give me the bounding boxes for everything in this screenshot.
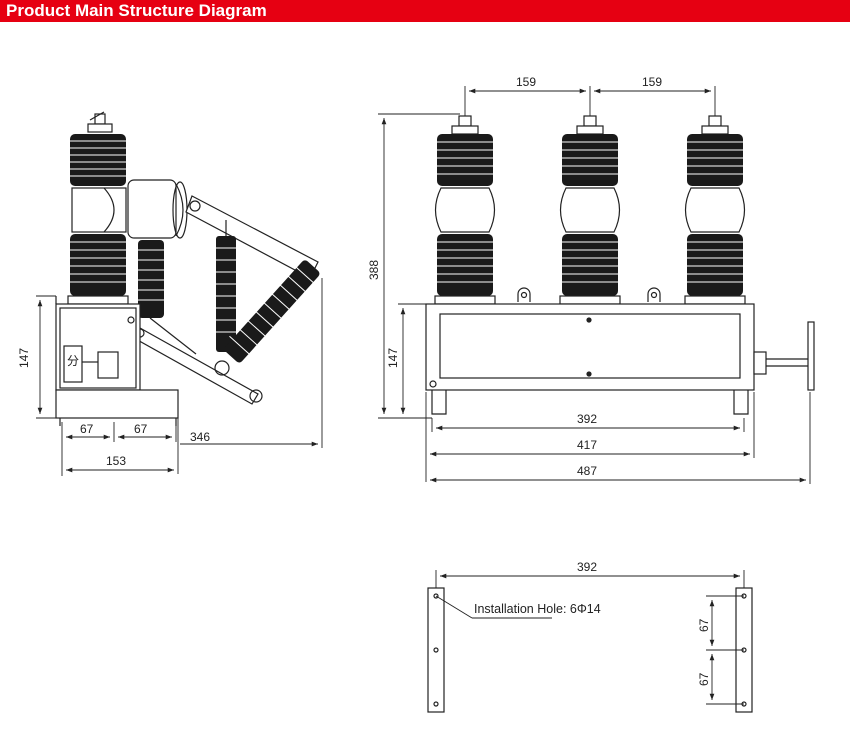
pole-1 — [434, 115, 496, 305]
front-dim-392: 392 — [577, 412, 597, 426]
side-view — [55, 111, 320, 426]
side-view-dims — [36, 278, 323, 476]
front-view-dims — [378, 86, 811, 484]
header-bar: Product Main Structure Diagram — [0, 0, 850, 22]
front-dim-159-a: 159 — [516, 75, 536, 89]
pole-2 — [559, 115, 621, 305]
side-dim-153: 153 — [106, 454, 126, 468]
side-upper-insulator — [70, 134, 126, 186]
install-view-dims — [435, 570, 745, 705]
side-dim-147: 147 — [17, 348, 31, 368]
side-dim-67-a: 67 — [80, 422, 94, 436]
installation-hole-note: Installation Hole: 6Φ14 — [474, 602, 601, 616]
install-dim-392: 392 — [577, 560, 597, 574]
side-dim-67-b: 67 — [134, 422, 148, 436]
front-dim-159-b: 159 — [642, 75, 662, 89]
install-dim-67-a: 67 — [697, 618, 711, 632]
front-dim-147: 147 — [386, 348, 400, 368]
side-dim-346: 346 — [190, 430, 210, 444]
install-dim-67-b: 67 — [697, 672, 711, 686]
page-title: Product Main Structure Diagram — [6, 1, 267, 20]
front-view — [425, 115, 815, 415]
front-dim-388: 388 — [367, 260, 381, 280]
pole-3 — [684, 115, 746, 305]
side-mechanism-char: 分 — [67, 354, 79, 368]
front-dim-487: 487 — [577, 464, 597, 478]
front-dim-417: 417 — [577, 438, 597, 452]
